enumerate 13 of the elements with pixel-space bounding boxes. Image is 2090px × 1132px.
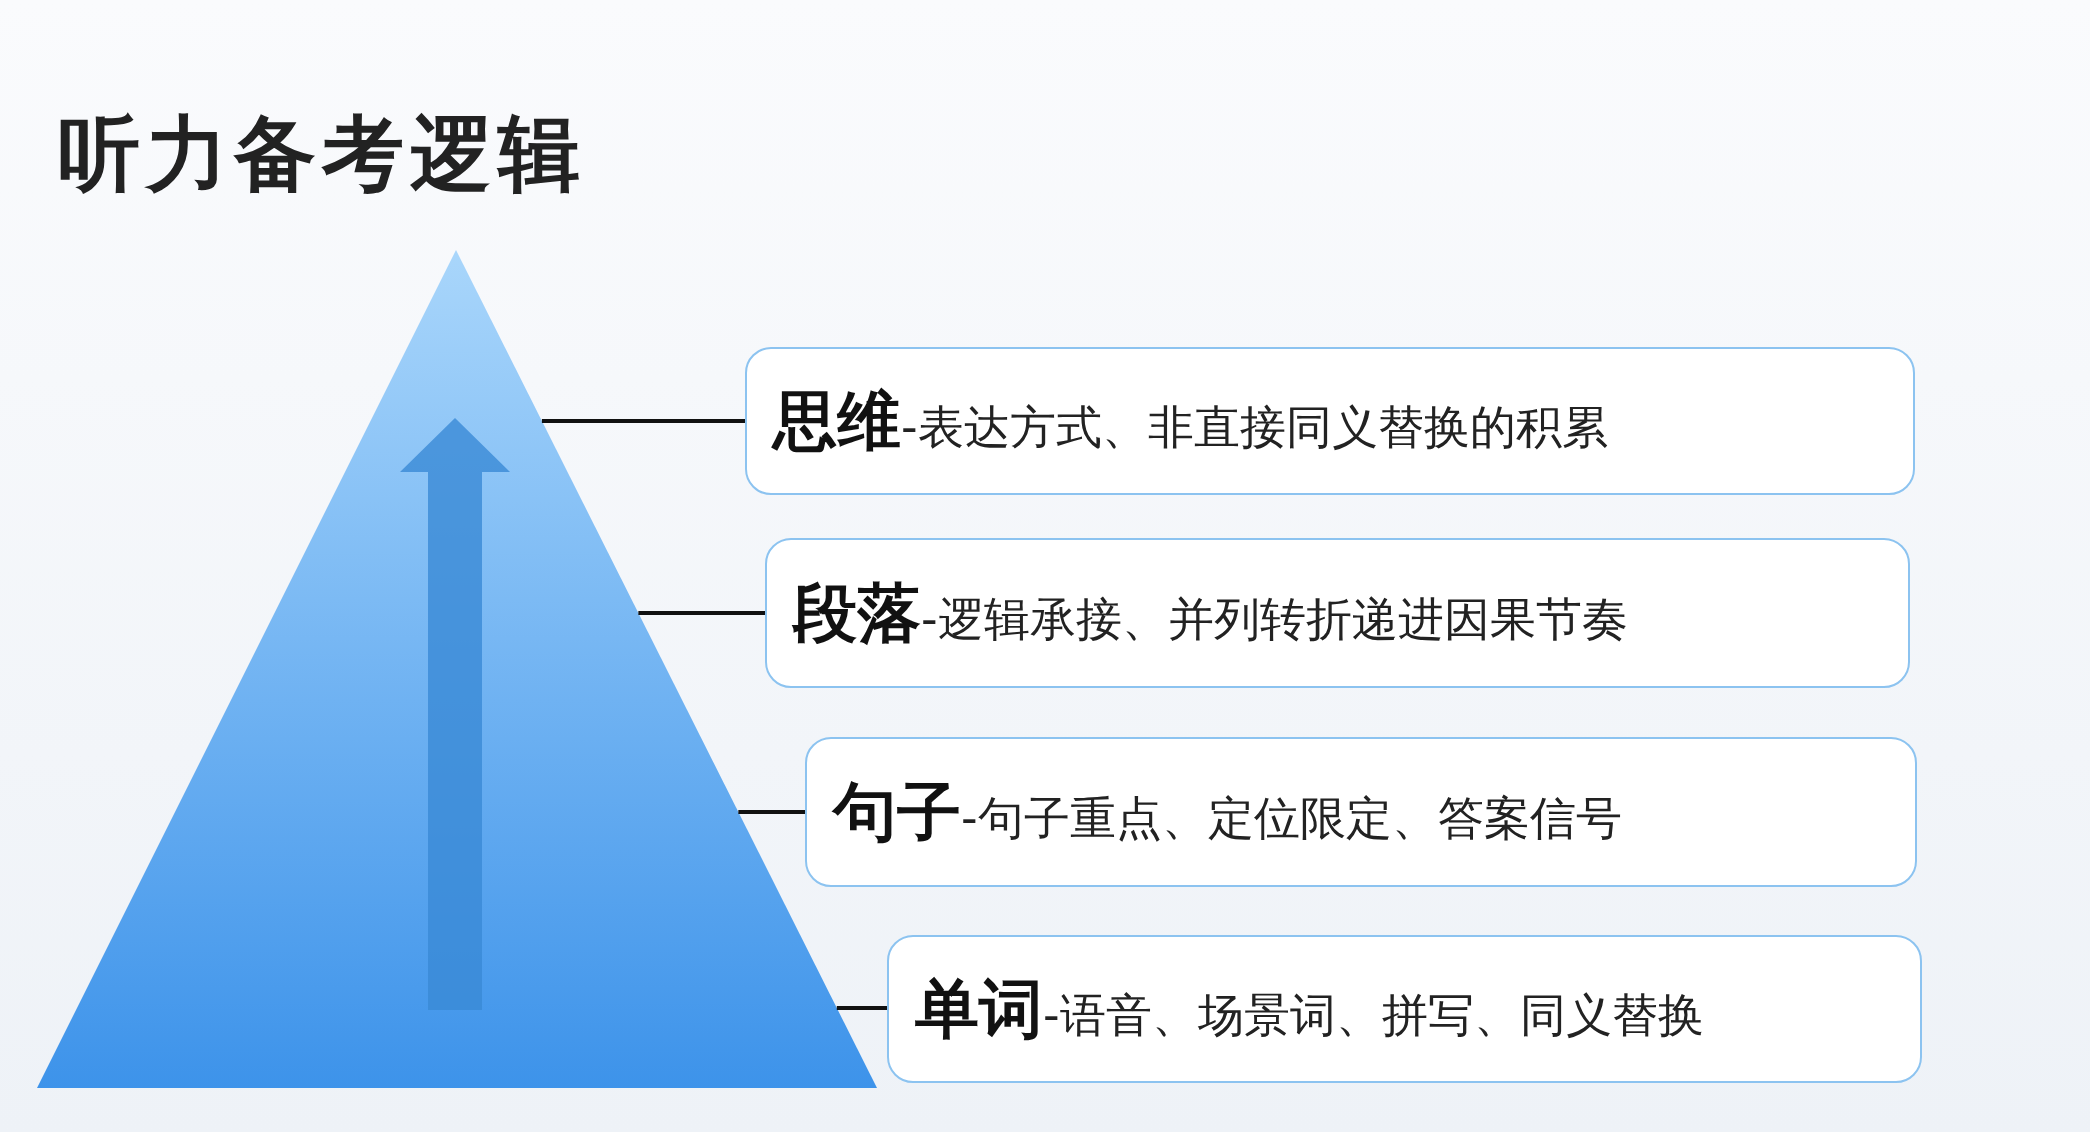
- leader-line: [738, 810, 805, 814]
- level-description: 单词-语音、场景词、拼写、同义替换: [914, 970, 1704, 1048]
- text-box: [887, 935, 1922, 1083]
- level-description: 句子-句子重点、定位限定、答案信号: [830, 773, 1622, 851]
- level-description: 段落-逻辑承接、并列转折递进因果节奏: [791, 574, 1628, 652]
- leader-line: [541, 419, 745, 423]
- text-box: [765, 538, 1910, 688]
- leader-line: [836, 1006, 887, 1010]
- leader-line: [638, 611, 765, 615]
- level-description: 思维-表达方式、非直接同义替换的积累: [770, 382, 1608, 460]
- text-box: [805, 737, 1917, 887]
- text-box: [745, 347, 1915, 495]
- title: 听力备考逻辑: [58, 105, 586, 203]
